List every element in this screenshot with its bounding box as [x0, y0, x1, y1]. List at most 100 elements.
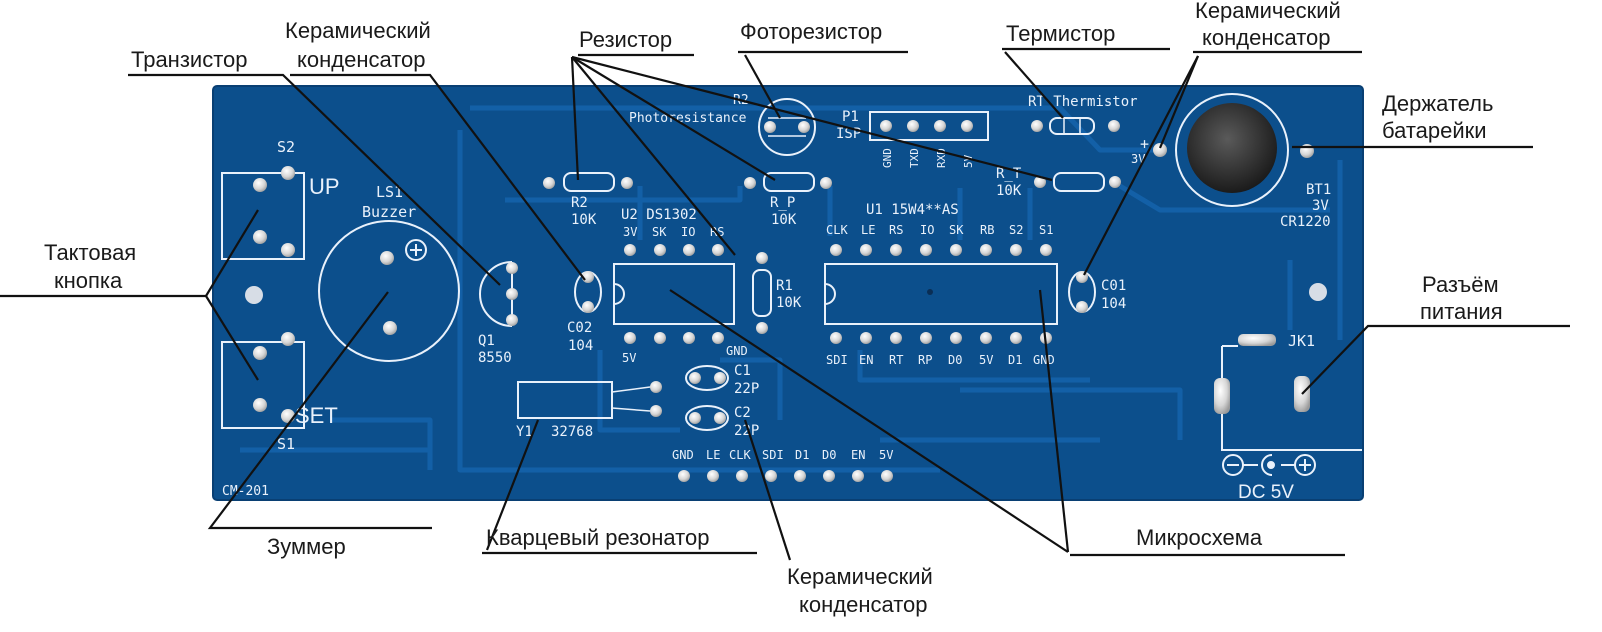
y1-silk: Y1 [516, 424, 533, 440]
label-resistor: Резистор [579, 27, 672, 52]
label-tact-button-1: Тактовая [44, 240, 136, 265]
board-id-silk: CM-201 [222, 484, 269, 499]
c1-value-silk: 22P [734, 381, 759, 397]
label-crystal: Кварцевый резонатор [486, 525, 709, 550]
photoresistance-silk: Photoresistance [629, 111, 747, 126]
label-power-jack-2: питания [1420, 299, 1503, 324]
u1-pin-io: IO [920, 223, 934, 237]
bt1-voltage-silk: 3V [1312, 198, 1329, 214]
isp-pin-gnd: GND [881, 148, 894, 168]
header-pin-clk: CLK [729, 448, 751, 462]
header-pin-5v: 5V [879, 448, 893, 462]
u1-pin-rp: RP [918, 353, 932, 367]
polarity-symbol [1222, 454, 1316, 476]
q1-silk: Q1 [478, 333, 495, 349]
power-jack-jk1: JK1 DC 5V [1214, 332, 1362, 503]
tact-button-s1: S1 SET [221, 332, 338, 453]
label-buzzer: Зуммер [267, 534, 346, 559]
jk1-silk: JK1 [1288, 332, 1315, 350]
capacitor-c02: C02 104 [567, 271, 602, 354]
leader-lines [0, 47, 1570, 561]
s2-silk: S2 [277, 138, 295, 156]
u1-pin-sk: SK [949, 223, 964, 237]
resistor-r2: R2 10K [543, 172, 633, 228]
label-battery-holder-2: батарейки [1382, 118, 1487, 143]
mount-hole-right [1309, 283, 1327, 301]
label-ceramic-cap-bottom-2: конденсатор [799, 592, 928, 617]
battery-plus-silk: + [1140, 135, 1149, 153]
u2-silk: U2 DS1302 [621, 207, 697, 223]
c2-value-silk: 22P [734, 423, 759, 439]
header-pin-sdi: SDI [762, 448, 784, 462]
isp-pin-txd: TXD [908, 148, 921, 168]
u2-pin-sk: SK [652, 225, 667, 239]
y1-value-silk: 32768 [551, 424, 593, 440]
label-tact-button-2: кнопка [54, 268, 123, 293]
r1-silk: R1 [776, 278, 793, 294]
dc-5v-silk: DC 5V [1238, 482, 1294, 503]
label-ceramic-cap-top-right-2: конденсатор [1202, 25, 1331, 50]
resistor-rp: R_P 10K [744, 172, 832, 228]
label-ceramic-cap-top-left-1: Керамический [285, 18, 431, 43]
u1-pin-d1: D1 [1008, 353, 1022, 367]
rp-value-silk: 10K [771, 212, 797, 228]
header-pin-gnd: GND [672, 448, 694, 462]
r2-value-silk: 10K [571, 212, 597, 228]
u1-pin-s1: S1 [1039, 223, 1053, 237]
label-thermistor: Термистор [1006, 21, 1115, 46]
c02-value-silk: 104 [568, 338, 593, 354]
u1-pin-gnd: GND [1033, 353, 1055, 367]
label-battery-holder-1: Держатель [1382, 91, 1493, 116]
header-pin-d0: D0 [822, 448, 836, 462]
tact-button-s2: S2 UP [221, 138, 340, 260]
label-transistor: Транзистор [131, 47, 248, 72]
label-photoresistor: Фоторезистор [740, 19, 882, 44]
label-ceramic-cap-top-left-2: конденсатор [297, 47, 426, 72]
buzzer-silk: Buzzer [362, 203, 416, 221]
c01-silk: C01 [1101, 278, 1126, 294]
u1-pin-rs: RS [889, 223, 903, 237]
resistor-r1: R1 10K [752, 252, 802, 334]
label-ceramic-cap-bottom-1: Керамический [787, 564, 933, 589]
photoresistor-r2: R2 Photoresistance [629, 93, 816, 156]
c02-silk: C02 [567, 320, 592, 336]
c01-value-silk: 104 [1101, 296, 1126, 312]
ic-u2: U2 DS1302 3V SK IO RS 5V GND [613, 207, 748, 365]
rt-thermistor-silk: RT Thermistor [1028, 94, 1138, 110]
up-silk: UP [309, 174, 340, 199]
u1-bottom-pads [830, 332, 1052, 344]
u1-pin-rb: RB [980, 223, 994, 237]
capacitor-c2: C2 22P [685, 405, 759, 439]
ls1-silk: LS1 [376, 183, 403, 201]
pcb-board [212, 85, 1364, 501]
r-t-value-silk: 10K [996, 183, 1022, 199]
u1-pin-5v: 5V [979, 353, 993, 367]
p1-silk: P1 [842, 109, 859, 125]
u1-pin-sdi: SDI [826, 353, 848, 367]
u2-pin-5v: 5V [622, 351, 636, 365]
u2-pin-3v: 3V [623, 225, 637, 239]
u1-silk: U1 15W4**AS [866, 202, 959, 218]
u1-pin-rt: RT [889, 353, 903, 367]
crystal-y1: Y1 32768 [516, 381, 662, 440]
bottom-header: GND LE CLK SDI D1 D0 EN 5V [672, 448, 893, 482]
header-pin-en: EN [851, 448, 865, 462]
s1-silk: S1 [277, 435, 295, 453]
u2-pin-gnd: GND [726, 344, 748, 358]
capacitor-c1: C1 22P [685, 363, 759, 397]
buzzer-ls1: LS1 Buzzer [318, 183, 460, 362]
u1-pin-en: EN [859, 353, 873, 367]
transistor-q1: Q1 8550 [478, 261, 518, 366]
thermistor-rt: RT Thermistor [1028, 94, 1138, 135]
u2-pin-io: IO [681, 225, 695, 239]
u1-pin-le: LE [861, 223, 875, 237]
u1-pin-d0: D0 [948, 353, 962, 367]
q1-value-silk: 8550 [478, 350, 512, 366]
r1-value-silk: 10K [776, 295, 802, 311]
u1-top-pads [830, 244, 1052, 256]
r2-silk: R2 [571, 195, 588, 211]
label-ceramic-cap-top-right-1: Керамический [1195, 0, 1341, 23]
c1-silk: C1 [734, 363, 751, 379]
ic-u1: U1 15W4**AS CLK LE RS IO SK RB S2 S1 [824, 202, 1058, 367]
